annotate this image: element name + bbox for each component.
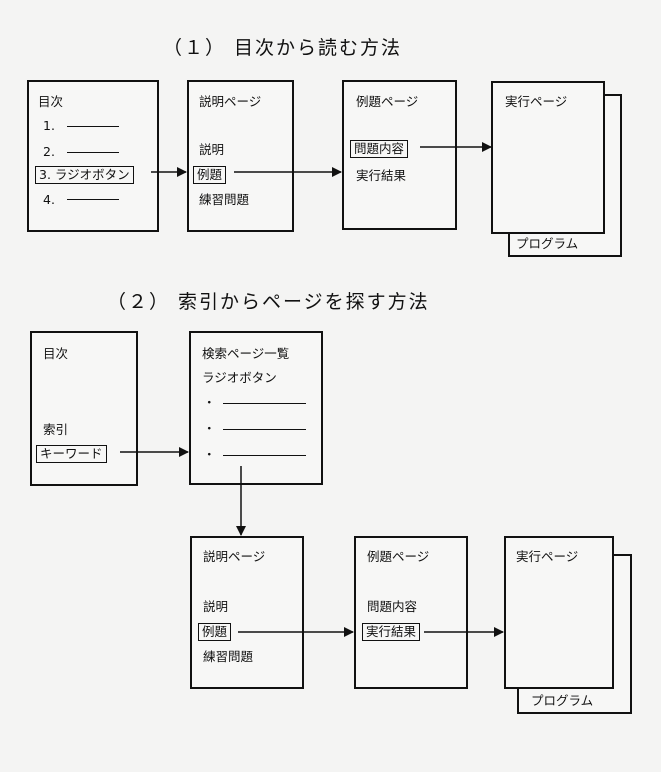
- s2-explain-box: 説明ページ 説明 例題 練習問題: [190, 536, 304, 689]
- s1-toc-item4: 4.: [43, 192, 55, 207]
- s2-run-heading: 実行ページ: [516, 549, 579, 564]
- s2-run-box: 実行ページ: [504, 536, 614, 689]
- s1-explain-heading: 説明ページ: [199, 94, 262, 109]
- s2-toc-heading: 目次: [43, 346, 69, 361]
- s1-explain-example-link[interactable]: 例題: [193, 166, 227, 184]
- s2-search-heading: 検索ページ一覧: [202, 346, 290, 361]
- s2-toc-index: 索引: [43, 422, 69, 437]
- s1-toc-box: 目次 1. 2. 3. ラジオボタン 4.: [27, 80, 159, 232]
- s1-run-box: 実行ページ: [491, 81, 605, 234]
- s2-search-radio: ラジオボタン: [202, 370, 277, 385]
- s1-explain-practice: 練習問題: [199, 192, 250, 207]
- s1-toc-item2-line: [67, 152, 119, 153]
- s2-search-line1[interactable]: [223, 403, 306, 404]
- s2-search-bullet1: ・: [203, 395, 216, 410]
- section2-title: （２） 索引からページを探す方法: [107, 291, 430, 313]
- s1-example-box: 例題ページ 問題内容 実行結果: [342, 80, 457, 230]
- s2-toc-keyword-link[interactable]: キーワード: [36, 445, 107, 463]
- s1-toc-heading: 目次: [38, 94, 64, 109]
- s2-search-box: 検索ページ一覧 ラジオボタン ・ ・ ・: [189, 331, 323, 485]
- s1-toc-item1: 1.: [43, 118, 55, 133]
- s2-explain-heading: 説明ページ: [203, 549, 266, 564]
- s2-example-heading: 例題ページ: [367, 549, 430, 564]
- s1-toc-item1-line: [67, 126, 119, 127]
- s1-toc-item4-line: [67, 199, 119, 200]
- s2-search-line3[interactable]: [223, 455, 306, 456]
- s1-explain-item: 説明: [199, 142, 225, 157]
- s2-toc-box: 目次 索引 キーワード: [30, 331, 138, 486]
- s1-example-result: 実行結果: [356, 168, 407, 183]
- section1-title: （１） 目次から読む方法: [163, 37, 403, 59]
- s1-example-heading: 例題ページ: [356, 94, 419, 109]
- s2-search-line2[interactable]: [223, 429, 306, 430]
- s2-explain-item: 説明: [203, 599, 229, 614]
- s2-example-result-link[interactable]: 実行結果: [362, 623, 421, 641]
- s1-toc-item2: 2.: [43, 144, 55, 159]
- s2-explain-example-link[interactable]: 例題: [198, 623, 232, 641]
- s1-run-heading: 実行ページ: [505, 94, 568, 109]
- s1-toc-item3-radio[interactable]: 3. ラジオボタン: [35, 166, 134, 184]
- s2-search-bullet2: ・: [203, 421, 216, 436]
- s2-run-program: プログラム: [531, 693, 594, 708]
- s2-search-bullet3: ・: [203, 447, 216, 462]
- s2-example-box: 例題ページ 問題内容 実行結果: [354, 536, 468, 689]
- s1-explain-box: 説明ページ 説明 例題 練習問題: [187, 80, 294, 232]
- s2-explain-practice: 練習問題: [203, 649, 254, 664]
- s1-run-program: プログラム: [516, 236, 579, 251]
- s1-example-content-link[interactable]: 問題内容: [350, 140, 409, 158]
- s2-example-content: 問題内容: [367, 599, 418, 614]
